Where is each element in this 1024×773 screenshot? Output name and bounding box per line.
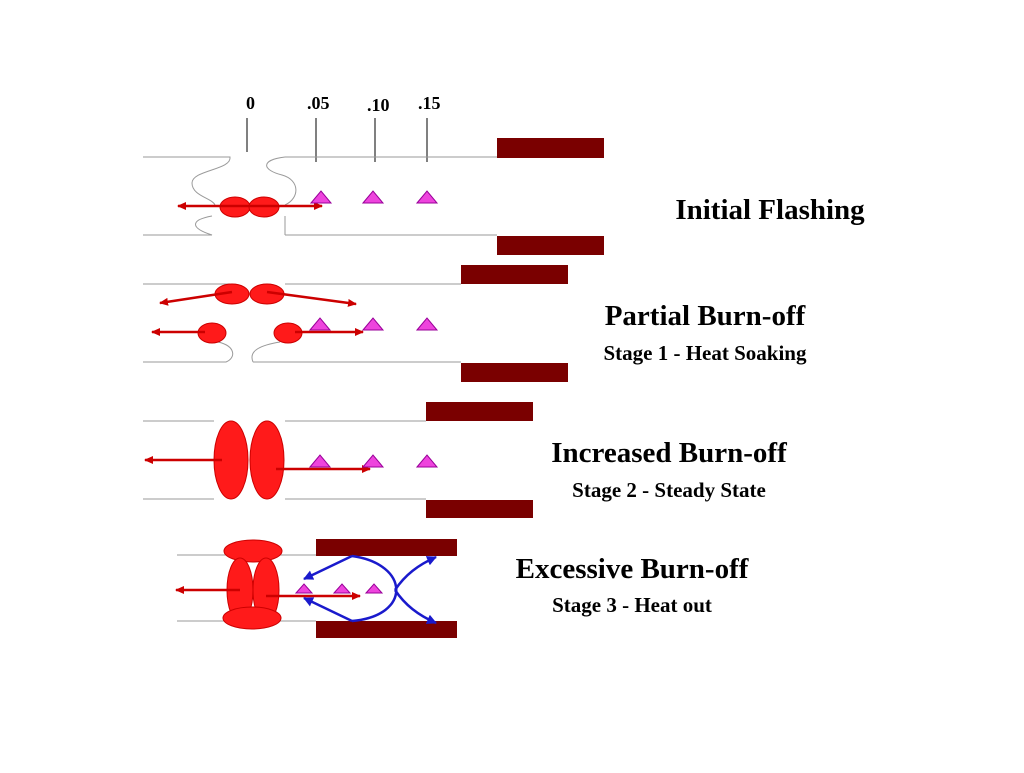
workpiece-outline xyxy=(143,156,497,236)
stage-title-partial-burn-off: Partial Burn-off xyxy=(604,300,806,332)
stage-increased-burn-off xyxy=(143,402,533,518)
stage-excessive-burn-off xyxy=(175,539,457,638)
stage-subtitle-increased-burn-off: Stage 2 - Steady State xyxy=(572,478,766,502)
electrode-bottom xyxy=(461,363,568,382)
electrode-top xyxy=(426,402,533,421)
position-markers xyxy=(308,317,439,331)
stage-partial-burn-off xyxy=(143,265,568,382)
stage-subtitle-excessive-burn-off: Stage 3 - Heat out xyxy=(552,593,712,617)
stage-subtitle-partial-burn-off: Stage 1 - Heat Soaking xyxy=(603,341,807,365)
expulsion-arrows xyxy=(144,456,371,473)
scale-tick-lines xyxy=(246,118,428,162)
electrode-bottom xyxy=(426,500,533,518)
stage-title-increased-burn-off: Increased Burn-off xyxy=(551,437,787,469)
position-markers xyxy=(294,583,384,594)
position-markers xyxy=(308,454,439,468)
scale-tick-05: .05 xyxy=(307,93,330,113)
workpiece-outline xyxy=(143,283,461,363)
position-markers xyxy=(309,190,439,204)
electrode-bottom xyxy=(316,621,457,638)
molten-contacts xyxy=(197,283,303,344)
electrode-top xyxy=(461,265,568,284)
expulsion-arrows xyxy=(151,290,364,336)
workpiece-outline xyxy=(143,420,426,500)
molten-contacts xyxy=(213,420,285,500)
scale-tick-0: 0 xyxy=(246,93,255,113)
scale-tick-15: .15 xyxy=(418,93,441,113)
molten-mass xyxy=(222,539,283,630)
heat-flow-arrows xyxy=(303,554,437,625)
stage-title-initial-flashing: Initial Flashing xyxy=(675,194,865,226)
stage-title-excessive-burn-off: Excessive Burn-off xyxy=(515,553,749,585)
electrode-bottom xyxy=(497,236,604,255)
electrode-top xyxy=(316,539,457,556)
expulsion-arrows xyxy=(175,586,361,600)
electrode-top xyxy=(497,138,604,158)
stage-initial-flashing xyxy=(143,138,604,255)
scale-tick-10: .10 xyxy=(367,95,390,115)
